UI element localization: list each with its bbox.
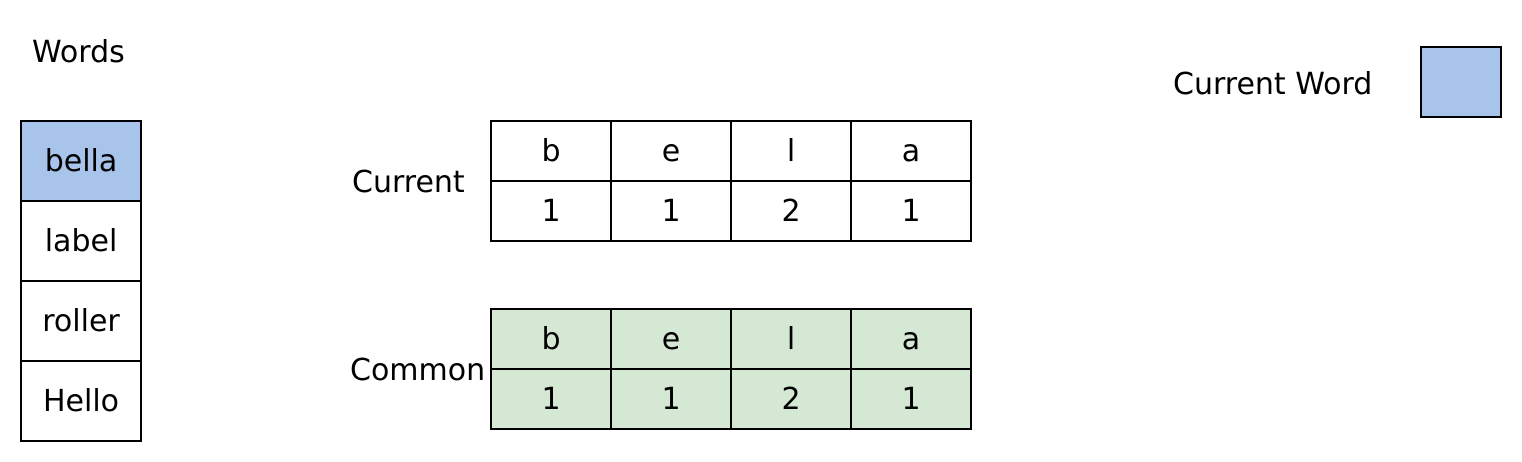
current-letter-cell: b [490,120,612,182]
common-letter-cell: l [730,308,852,370]
common-letter-cell: e [610,308,732,370]
common-letter-cell: a [850,308,972,370]
current-letter-cell: e [610,120,732,182]
words-list: bella label roller Hello [20,120,142,442]
legend-label: Current Word [1173,67,1373,102]
word-cell-2: roller [22,280,140,360]
word-cell-3: Hello [22,360,140,440]
current-counts-row: 1 1 2 1 [490,180,972,242]
common-count-cell: 1 [610,368,732,430]
current-word-swatch-icon [1420,46,1502,118]
common-table: b e l a 1 1 2 1 [490,308,972,430]
current-count-cell: 2 [730,180,852,242]
current-count-cell: 1 [850,180,972,242]
current-letter-cell: l [730,120,852,182]
common-count-cell: 2 [730,368,852,430]
current-table: b e l a 1 1 2 1 [490,120,972,242]
common-counts-row: 1 1 2 1 [490,368,972,430]
common-letter-cell: b [490,308,612,370]
current-label: Current [352,165,465,200]
common-count-cell: 1 [850,368,972,430]
common-label: Common [350,353,486,388]
current-count-cell: 1 [610,180,732,242]
current-letters-row: b e l a [490,120,972,182]
common-count-cell: 1 [490,368,612,430]
common-letters-row: b e l a [490,308,972,370]
word-cell-1: label [22,200,140,280]
word-cell-0: bella [22,122,140,200]
current-letter-cell: a [850,120,972,182]
current-count-cell: 1 [490,180,612,242]
words-title: Words [32,35,125,70]
